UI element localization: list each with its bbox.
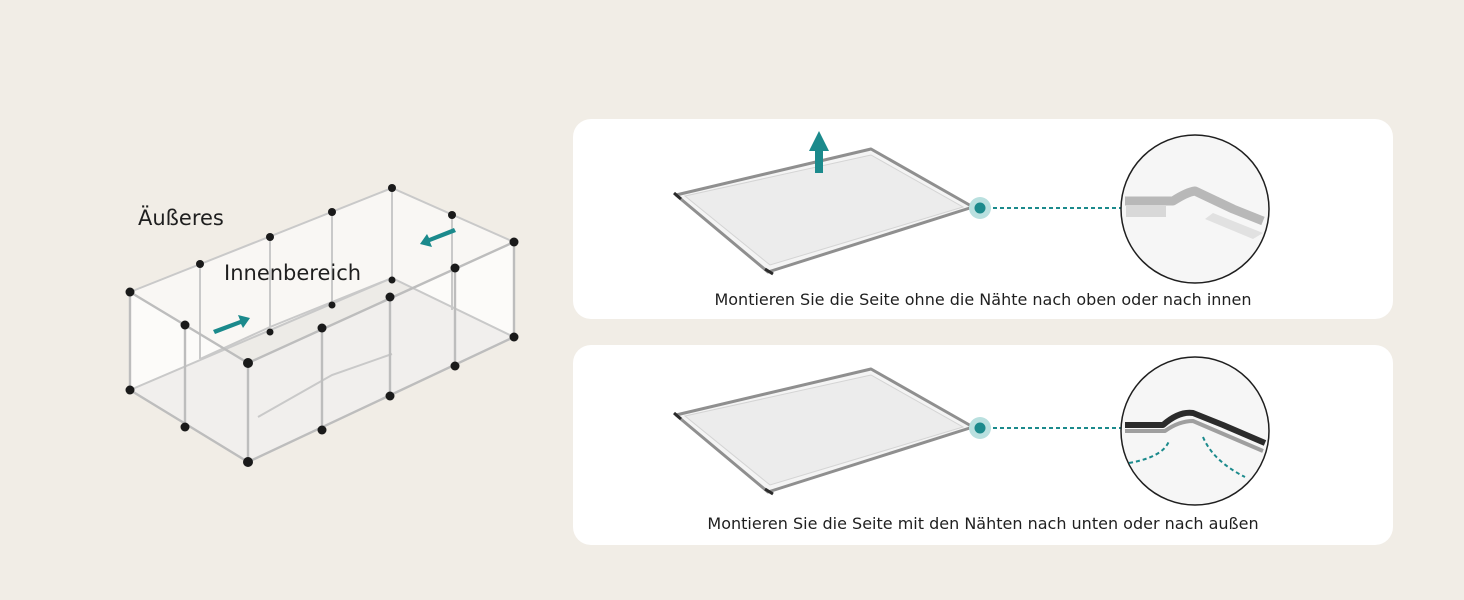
- teal-dot-marker-icon: [969, 417, 991, 439]
- teal-arrow-icon: [809, 131, 829, 173]
- pet-pen-illustration: [100, 170, 540, 490]
- teal-arrow-icon: [213, 315, 250, 334]
- seam-detail-circle: [1120, 356, 1270, 506]
- outer-side-label: Äußeres: [138, 206, 224, 230]
- inner-side-label: Innenbereich: [224, 261, 362, 285]
- panel-seams-inside-illustration: Montieren Sie die Seite ohne die Nähte n…: [673, 131, 1270, 309]
- pet-pen-drawing: [125, 184, 519, 467]
- instruction-card-seams-up: Montieren Sie die Seite ohne die Nähte n…: [573, 119, 1393, 319]
- teal-dot-marker-icon: [969, 197, 991, 219]
- instruction-caption-seams-down: Montieren Sie die Seite mit den Nähten n…: [707, 514, 1258, 533]
- seam-detail-circle: [1120, 134, 1270, 284]
- instruction-card-seams-down: Montieren Sie die Seite mit den Nähten n…: [573, 345, 1393, 545]
- instruction-caption-seams-up: Montieren Sie die Seite ohne die Nähte n…: [714, 290, 1251, 309]
- teal-arrow-icon: [420, 228, 456, 247]
- panel-seams-outside-illustration: Montieren Sie die Seite mit den Nähten n…: [673, 356, 1270, 533]
